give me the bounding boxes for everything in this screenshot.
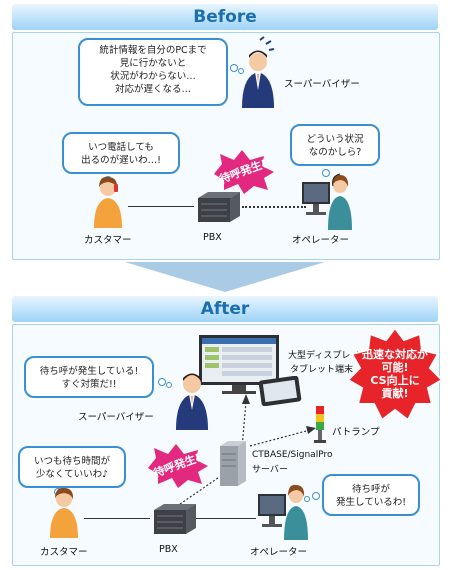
- after-supervisor-bubble: 待ち呼が発生している! すぐ対策だ!!: [24, 356, 154, 398]
- highlight-text: 迅速な対応が 可能! CS向上に 貢献!: [352, 348, 438, 400]
- tablet-icon: [258, 376, 302, 406]
- bubble-line: 待ち呼が: [351, 484, 390, 495]
- before-banner: Before: [12, 4, 438, 30]
- after-pbx-icon: [154, 504, 196, 534]
- before-pbx-label: PBX: [203, 232, 222, 243]
- thought-dot: [304, 496, 310, 502]
- before-operator-figure: [302, 173, 352, 230]
- large-display-icon: [199, 335, 279, 394]
- thought-dot: [238, 68, 244, 74]
- server-arrows-icon: [241, 394, 316, 449]
- patlamp-icon: [314, 406, 326, 443]
- tablet-label: タブレット端末: [290, 365, 354, 375]
- bubble-line: 対応が遅くなる…: [114, 84, 191, 95]
- bubble-line: 待ち呼が発生している!: [39, 366, 139, 377]
- after-operator-label: オペレーター: [250, 547, 308, 558]
- transition-arrow-icon: [125, 262, 325, 292]
- bubble-line: どういう状況: [306, 134, 364, 145]
- after-customer-figure: [50, 488, 78, 538]
- bubble-line: なのかしら?: [308, 147, 362, 158]
- before-supervisor-label: スーパーバイザー: [284, 79, 360, 90]
- before-supervisor-bubble: 統計情報を自分のPCまで 見に行かないと 状況がわからない… 対応が遅くなる…: [78, 38, 228, 106]
- server-label-2: サーバー: [252, 465, 288, 475]
- before-customer-figure: [94, 176, 122, 228]
- highlight-line: CS向上に: [370, 374, 420, 387]
- bubble-line: いつも待ち時間が: [33, 456, 110, 467]
- bubble-line: 状況がわからない…: [110, 71, 196, 82]
- bubble-line: いつ電話しても: [88, 142, 154, 153]
- after-line-pbx-operator: [196, 518, 256, 519]
- after-line-customer-pbx: [84, 518, 150, 519]
- patlamp-label: パトランプ: [332, 427, 380, 438]
- highlight-line: 迅速な対応が: [362, 348, 428, 361]
- after-customer-bubble: いつも待ち時間が 少なくていいわ♪: [18, 446, 126, 488]
- before-line-pbx-operator: [242, 206, 306, 208]
- after-operator-bubble: 待ち呼が 発生しているわ!: [322, 474, 420, 516]
- after-supervisor-label: スーパーバイザー: [78, 412, 154, 423]
- thought-dot: [158, 378, 166, 386]
- highlight-line: 貢献!: [381, 387, 409, 400]
- after-supervisor-figure: [176, 373, 208, 430]
- highlight-line: 可能!: [381, 361, 409, 374]
- before-pbx-icon: [198, 192, 240, 222]
- bubble-line: 少なくていいわ♪: [35, 469, 109, 480]
- before-burst-icon: [214, 150, 274, 194]
- before-operator-label: オペレーター: [292, 235, 350, 246]
- after-banner: After: [12, 296, 438, 322]
- thought-dot: [312, 492, 320, 500]
- after-customer-label: カスタマー: [40, 547, 88, 558]
- display-label: 大型ディスプレイ: [288, 351, 360, 361]
- before-customer-label: カスタマー: [84, 235, 132, 246]
- bubble-line: すぐ対策だ!!: [61, 379, 117, 390]
- bubble-line: 統計情報を自分のPCまで: [99, 45, 207, 56]
- before-line-customer-pbx: [128, 206, 194, 207]
- thought-dot: [166, 382, 172, 388]
- thought-dot: [322, 169, 330, 177]
- server-icon: [220, 441, 246, 486]
- before-customer-bubble: いつ電話しても 出るのが遅いわ…!: [62, 132, 180, 174]
- after-operator-figure: [258, 484, 308, 540]
- after-pbx-label: PBX: [159, 544, 178, 555]
- bubble-line: 見に行かないと: [119, 58, 187, 69]
- after-burst-icon: [148, 444, 208, 488]
- bubble-line: 出るのが遅いわ…!: [81, 155, 161, 166]
- before-operator-bubble: どういう状況 なのかしら?: [290, 124, 380, 166]
- highlight-burst-icon: [346, 326, 444, 422]
- thought-dot: [230, 64, 238, 72]
- server-label: CTBASE/SignalPro: [252, 450, 333, 460]
- before-supervisor-figure: [242, 36, 275, 108]
- bubble-line: 発生しているわ!: [335, 497, 407, 508]
